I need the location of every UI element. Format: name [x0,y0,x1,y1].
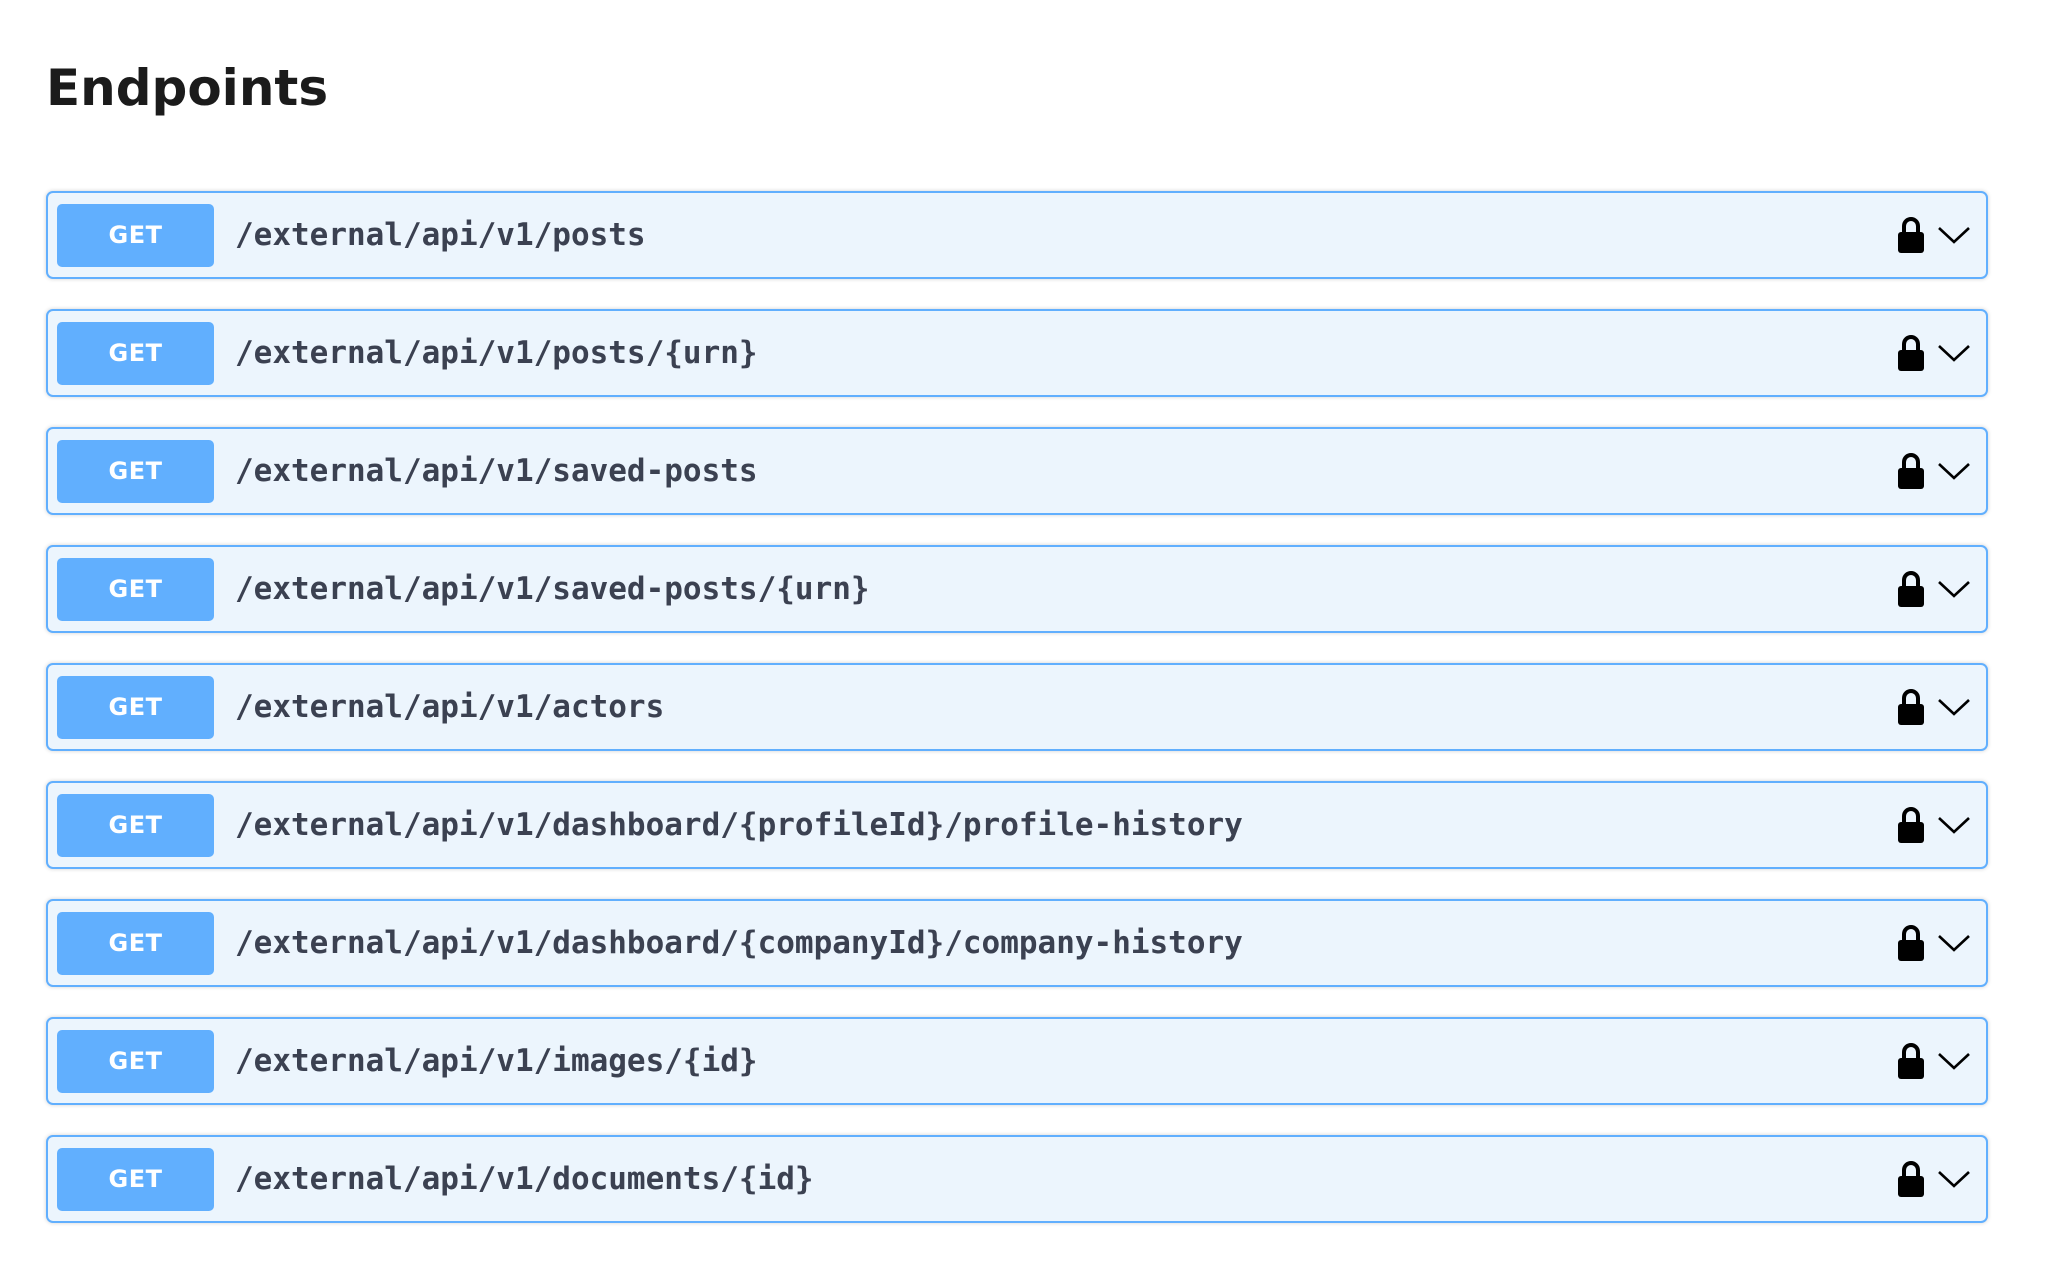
endpoint-row[interactable]: GET /external/api/v1/documents/{id} [46,1135,1988,1223]
method-badge: GET [57,1147,214,1211]
endpoint-controls [1896,429,1972,513]
endpoint-path: /external/api/v1/saved-posts/{urn} [235,571,870,607]
method-badge: GET [57,557,214,621]
endpoint-row[interactable]: GET /external/api/v1/images/{id} [46,1017,1988,1105]
chevron-down-icon[interactable] [1936,341,1972,365]
chevron-down-icon[interactable] [1936,223,1972,247]
method-badge: GET [57,793,214,857]
endpoint-row[interactable]: GET /external/api/v1/saved-posts/{urn} [46,545,1988,633]
method-badge: GET [57,911,214,975]
endpoint-controls [1896,783,1972,867]
endpoint-path: /external/api/v1/actors [235,689,665,725]
page-title: Endpoints [46,59,329,117]
chevron-down-icon[interactable] [1936,577,1972,601]
endpoint-controls [1896,311,1972,395]
endpoint-path: /external/api/v1/posts/{urn} [235,335,758,371]
method-badge: GET [57,203,214,267]
lock-icon[interactable] [1896,451,1926,491]
endpoint-path: /external/api/v1/dashboard/{companyId}/c… [235,925,1243,961]
endpoint-row[interactable]: GET /external/api/v1/posts [46,191,1988,279]
lock-icon[interactable] [1896,333,1926,373]
method-badge: GET [57,439,214,503]
endpoint-row[interactable]: GET /external/api/v1/actors [46,663,1988,751]
endpoint-path: /external/api/v1/posts [235,217,646,253]
chevron-down-icon[interactable] [1936,931,1972,955]
lock-icon[interactable] [1896,1159,1926,1199]
endpoint-row[interactable]: GET /external/api/v1/posts/{urn} [46,309,1988,397]
endpoint-row[interactable]: GET /external/api/v1/saved-posts [46,427,1988,515]
lock-icon[interactable] [1896,1041,1926,1081]
endpoint-row[interactable]: GET /external/api/v1/dashboard/{companyI… [46,899,1988,987]
chevron-down-icon[interactable] [1936,1049,1972,1073]
lock-icon[interactable] [1896,569,1926,609]
endpoint-path: /external/api/v1/dashboard/{profileId}/p… [235,807,1243,843]
endpoint-controls [1896,547,1972,631]
endpoint-controls [1896,665,1972,749]
endpoint-controls [1896,901,1972,985]
endpoint-controls [1896,1019,1972,1103]
endpoint-path: /external/api/v1/saved-posts [235,453,758,489]
chevron-down-icon[interactable] [1936,459,1972,483]
method-badge: GET [57,321,214,385]
endpoint-path: /external/api/v1/documents/{id} [235,1161,814,1197]
lock-icon[interactable] [1896,923,1926,963]
endpoint-controls [1896,1137,1972,1221]
chevron-down-icon[interactable] [1936,1167,1972,1191]
lock-icon[interactable] [1896,215,1926,255]
method-badge: GET [57,1029,214,1093]
endpoint-controls [1896,193,1972,277]
endpoint-path: /external/api/v1/images/{id} [235,1043,758,1079]
lock-icon[interactable] [1896,805,1926,845]
chevron-down-icon[interactable] [1936,695,1972,719]
chevron-down-icon[interactable] [1936,813,1972,837]
endpoint-list: GET /external/api/v1/posts GET /external… [46,191,1988,1253]
lock-icon[interactable] [1896,687,1926,727]
method-badge: GET [57,675,214,739]
endpoint-row[interactable]: GET /external/api/v1/dashboard/{profileI… [46,781,1988,869]
